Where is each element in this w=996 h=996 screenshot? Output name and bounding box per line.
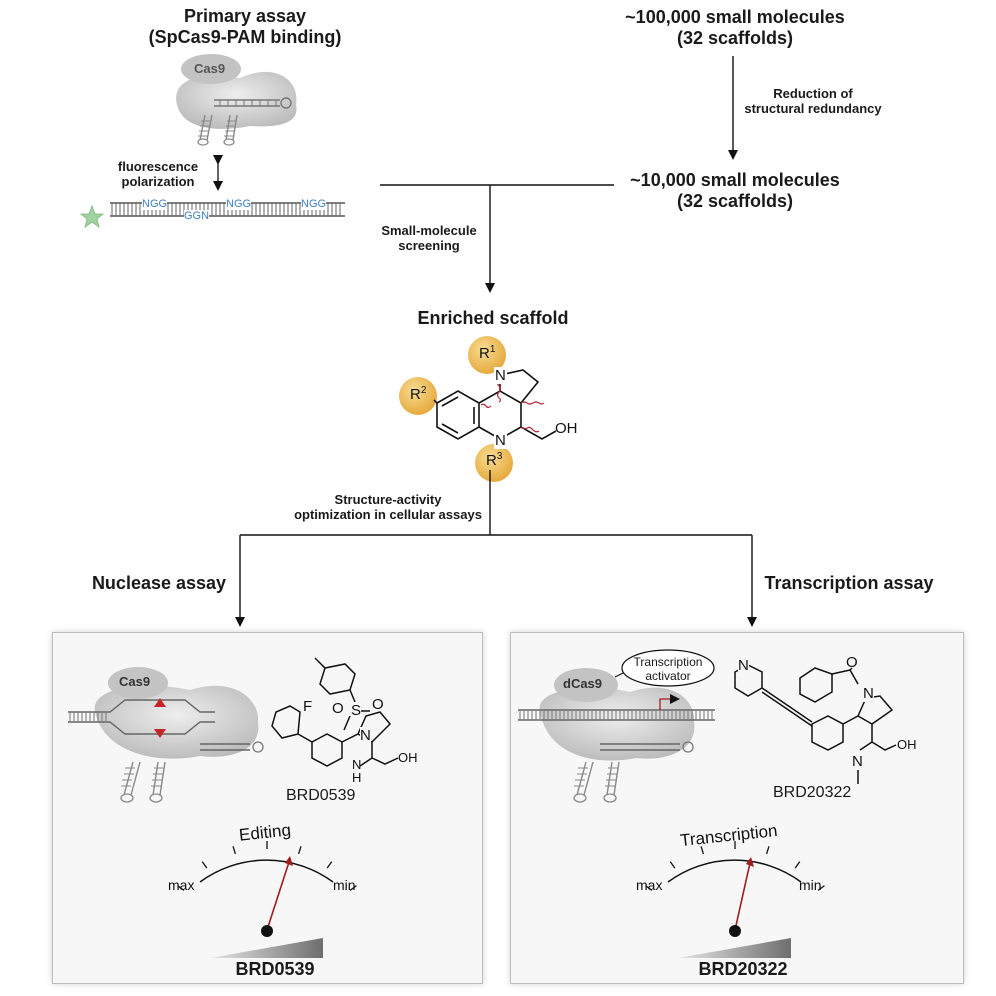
scaffold-r3-label: R3	[486, 451, 503, 469]
dial-tick	[177, 885, 185, 891]
dial-tick	[817, 885, 825, 891]
dial-tick	[349, 885, 357, 891]
nuclease-footer: BRD0539	[235, 959, 315, 979]
transcription-footer: BRD20322	[698, 959, 788, 979]
brd0539-f: F	[303, 698, 313, 715]
scaffold-n-bottom: N	[494, 432, 507, 449]
brd20322-n2: N	[852, 753, 863, 770]
brd0539-o1: O	[332, 700, 344, 717]
brd20322-caption: BRD20322	[773, 784, 852, 801]
brd20322-o: O	[846, 654, 858, 671]
editing-dial	[177, 841, 357, 958]
transcription-dial-max: max	[636, 877, 663, 893]
transcription-dial	[645, 841, 825, 958]
brd20322-n-pyridine: N	[738, 657, 749, 674]
transcription-dial-min: min	[799, 877, 822, 893]
scaffold-r2-label: R2	[410, 385, 427, 403]
cas9-label: Cas9	[194, 61, 226, 76]
editing-needle	[266, 861, 290, 931]
fluorophore-star-icon	[79, 204, 105, 228]
library-initial: ~100,000 small molecules (32 scaffolds)	[625, 7, 845, 48]
brd0539-s: S	[351, 702, 362, 719]
brd0539-n: N	[360, 727, 371, 744]
screening-label: Small-molecule screening	[381, 223, 477, 253]
dial-tick	[201, 861, 208, 869]
r1-group-icon	[468, 336, 506, 374]
fp-label: fluorescence polarization	[117, 159, 199, 189]
r3-group-icon	[475, 444, 513, 482]
dcas9-label: dCas9	[563, 676, 603, 691]
enriched-scaffold-structure	[399, 336, 557, 482]
cas9-nuclease-head	[108, 667, 168, 699]
dial-tick	[794, 861, 801, 869]
scaffold-r1-label: R1	[479, 344, 496, 362]
pam-motif-3: NGG	[301, 198, 327, 210]
dial-tick	[326, 861, 333, 869]
library-reduced: ~10,000 small molecules (32 scaffolds)	[630, 170, 840, 211]
transcription-dial-arc	[667, 859, 802, 883]
cleavage-site-top-icon	[154, 698, 166, 707]
transcription-gradient-wedge	[678, 938, 791, 958]
primary-assay-title: Primary assay (SpCas9-PAM binding)	[148, 6, 342, 47]
cas9-cleavage-cartoon	[68, 667, 264, 803]
dial-tick	[765, 846, 770, 855]
brd20322-n: N	[863, 685, 874, 702]
cas9-nuclease-label: Cas9	[119, 674, 151, 689]
reduction-label: Reduction of structural redundancy	[744, 86, 882, 116]
dcas9-transcription-cartoon	[518, 649, 715, 803]
editing-dial-max: max	[168, 877, 195, 893]
dcas9-head	[554, 668, 618, 702]
brd0539-caption: BRD0539	[286, 787, 356, 804]
activator-label: Transcription activator	[633, 655, 703, 683]
brd0539-o2: O	[372, 696, 384, 713]
editing-dial-min: min	[333, 877, 356, 893]
scaffold-oh: OH	[555, 420, 578, 437]
pam-motif-1: NGG	[142, 198, 168, 210]
scaffold-n-top: N	[494, 367, 507, 384]
dial-tick	[232, 846, 237, 855]
dial-tick	[297, 846, 302, 855]
editing-dial-arc	[199, 859, 334, 883]
nuclease-assay-title: Nuclease assay	[91, 573, 227, 593]
transcription-needle-pivot	[729, 925, 741, 937]
transcription-assay-title: Transcription assay	[764, 573, 934, 593]
cleavage-site-bottom-icon	[154, 729, 166, 738]
dial-tick	[645, 885, 653, 891]
brd20322-structure	[734, 664, 897, 784]
brd20322-oh: OH	[897, 737, 917, 752]
pam-motif-4: GGN	[184, 210, 210, 222]
enriched-scaffold-title: Enriched scaffold	[417, 308, 569, 328]
cas9-head-lobe	[181, 54, 241, 84]
pam-motif-2: NGG	[226, 198, 252, 210]
editing-needle-pivot	[261, 925, 273, 937]
brd0539-structure	[271, 657, 399, 767]
editing-gradient-wedge	[210, 938, 323, 958]
dial-tick	[669, 861, 676, 869]
r2-group-icon	[399, 377, 437, 415]
transcription-needle	[734, 862, 751, 931]
sar-label: Structure-activity optimization in cellu…	[294, 492, 482, 522]
activator-bubble	[621, 649, 715, 687]
brd0539-oh: OH	[398, 750, 418, 765]
dial-tick	[700, 846, 705, 855]
